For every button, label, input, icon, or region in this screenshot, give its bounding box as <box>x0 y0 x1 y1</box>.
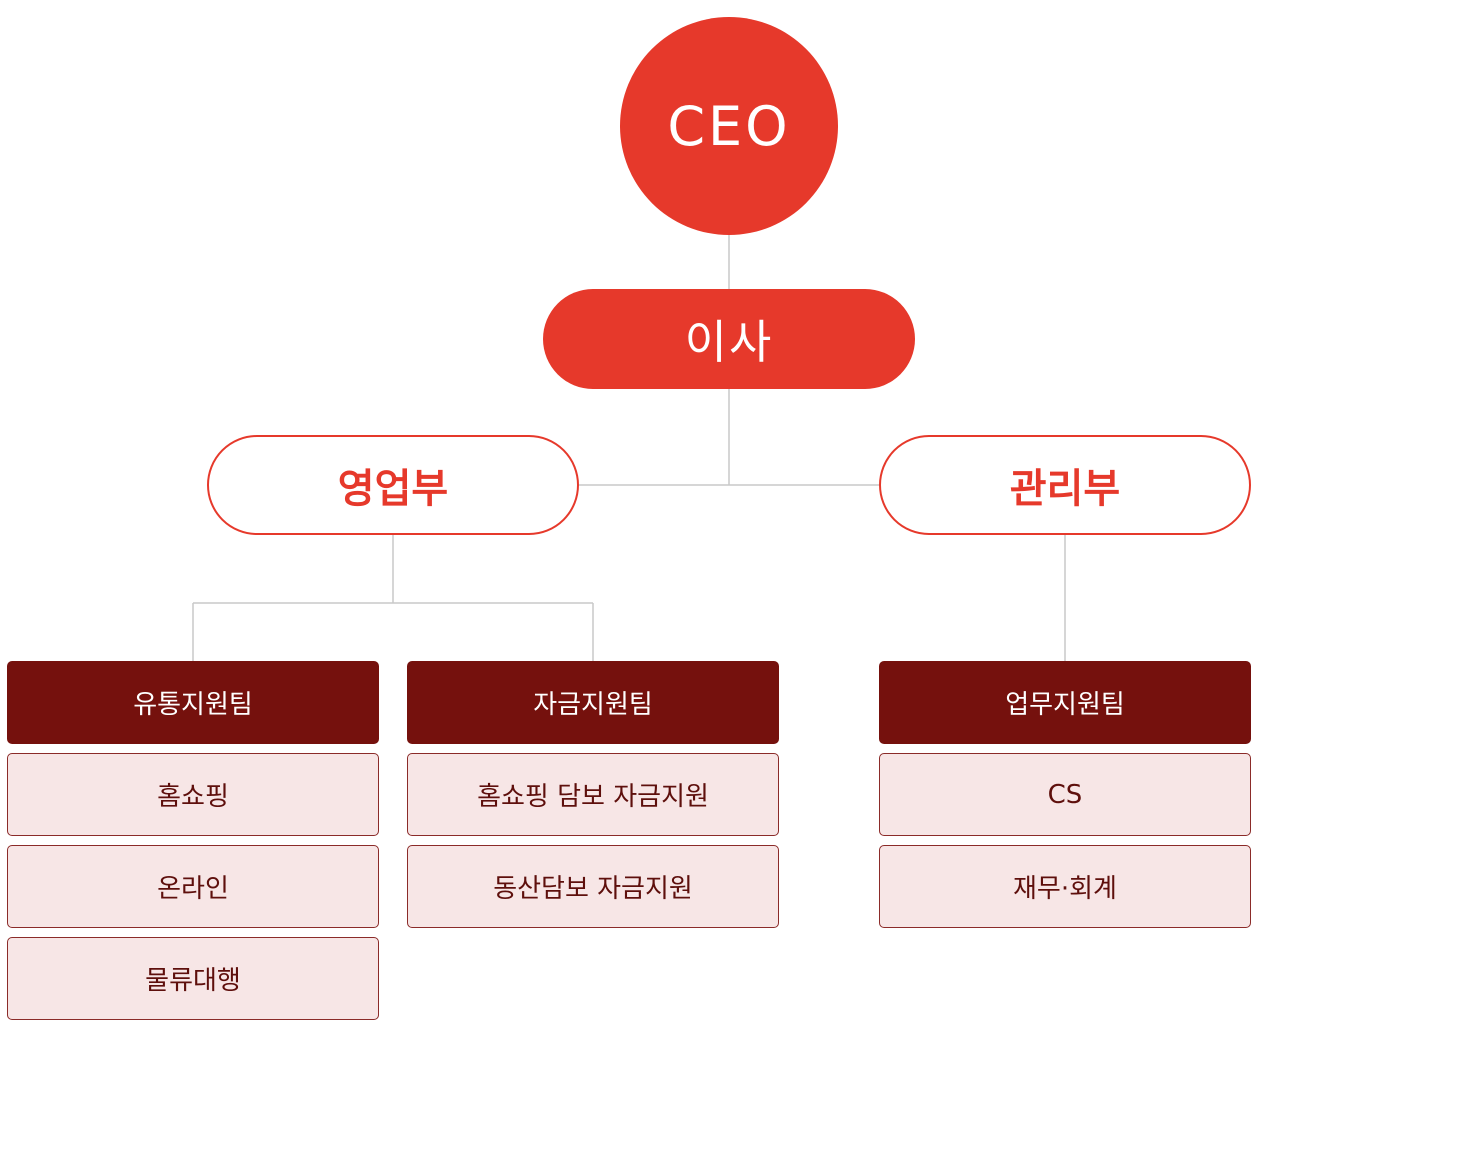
team-business-support: 업무지원팀 <box>879 661 1251 744</box>
director-node: 이사 <box>543 289 915 389</box>
team-item-online: 온라인 <box>7 845 379 928</box>
item-label: 온라인 <box>157 874 229 904</box>
team-item-homeshopping-collateral: 홈쇼핑 담보 자금지원 <box>407 753 779 836</box>
team-distribution-support: 유통지원팀 <box>7 661 379 744</box>
ceo-node: CEO <box>620 17 838 235</box>
team-label: 자금지원팀 <box>533 690 653 720</box>
team-label: 업무지원팀 <box>1005 690 1125 720</box>
dept-label: 영업부 <box>337 466 449 512</box>
team-item-homeshopping: 홈쇼핑 <box>7 753 379 836</box>
director-label: 이사 <box>684 315 774 369</box>
team-item-movable-collateral: 동산담보 자금지원 <box>407 845 779 928</box>
item-label: CS <box>1047 779 1083 810</box>
ceo-label: CEO <box>667 94 791 158</box>
team-item-finance-accounting: 재무·회계 <box>879 845 1251 928</box>
item-label: 동산담보 자금지원 <box>493 874 693 904</box>
dept-label: 관리부 <box>1009 466 1121 512</box>
item-label: 홈쇼핑 <box>157 782 229 812</box>
team-funding-support: 자금지원팀 <box>407 661 779 744</box>
dept-sales: 영업부 <box>207 435 579 535</box>
item-label: 재무·회계 <box>1013 874 1117 904</box>
item-label: 홈쇼핑 담보 자금지원 <box>477 782 709 812</box>
dept-management: 관리부 <box>879 435 1251 535</box>
team-label: 유통지원팀 <box>133 690 253 720</box>
team-item-cs: CS <box>879 753 1251 836</box>
item-label: 물류대행 <box>145 966 241 996</box>
team-item-logistics: 물류대행 <box>7 937 379 1020</box>
